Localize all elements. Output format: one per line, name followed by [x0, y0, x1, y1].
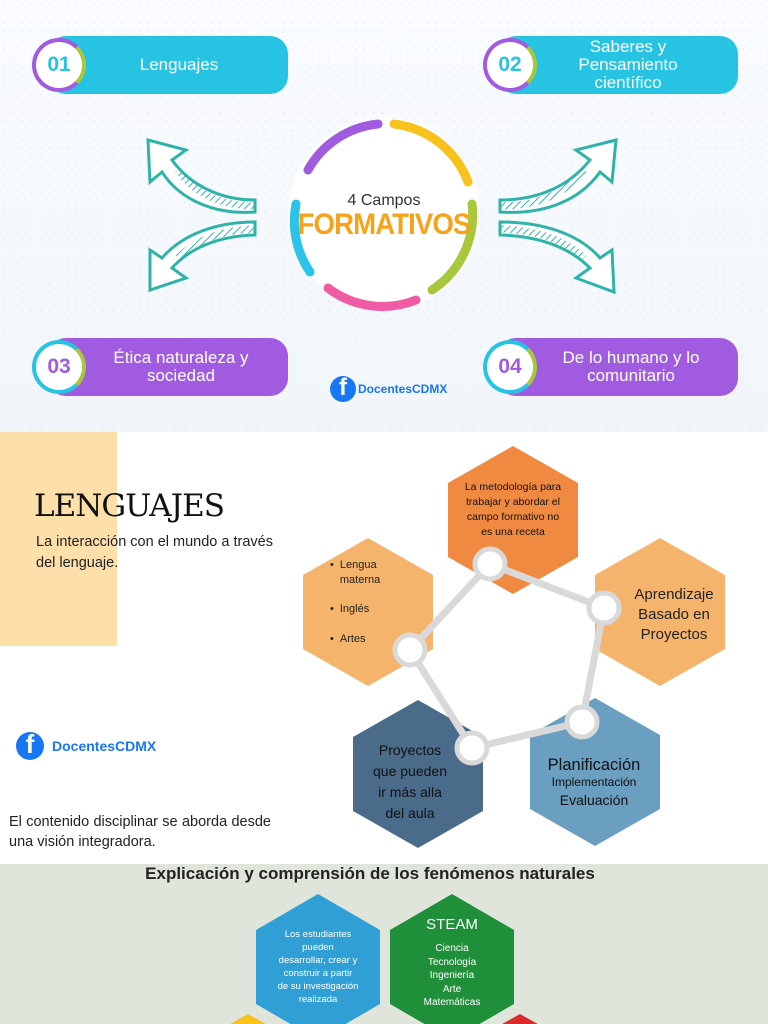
- campo-label: De lo humano y lo: [562, 348, 700, 367]
- hex-bottom-left-navy: [353, 700, 483, 848]
- hex-bottom-right-blue: [530, 698, 660, 846]
- campo-pill-02: Saberes y Pensamiento científico: [498, 36, 738, 94]
- facebook-icon: f: [330, 376, 356, 402]
- node-dot: [454, 730, 490, 766]
- facebook-link-top[interactable]: f DocentesCDMX: [330, 376, 447, 402]
- hex-top-text: La metodología para trabajar y abordar e…: [464, 481, 562, 538]
- campo-badge-03: 03: [32, 340, 86, 394]
- hex-left-list: •Lengua materna •Inglés •Artes: [330, 558, 420, 647]
- campo-badge-02: 02: [483, 38, 537, 92]
- facebook-icon: f: [16, 732, 44, 760]
- campo-label: Ética naturaleza y: [113, 348, 249, 367]
- ring-segment-green: [427, 199, 478, 295]
- lenguajes-title: LENGUAJES: [34, 488, 225, 524]
- node-dot: [564, 704, 600, 740]
- hex-blue: [256, 894, 380, 1024]
- hex-bottom-right-text: Planificación Implementación Evaluación: [547, 756, 641, 808]
- ring-segments: [288, 118, 480, 311]
- formativos-title: FORMATIVOS: [297, 208, 472, 241]
- campo-badge-04: 04: [483, 340, 537, 394]
- fenomenos-section: Explicación y comprensión de los fenómen…: [0, 864, 768, 1024]
- fenomenos-hex-diagram: [230, 894, 538, 1024]
- node-dot: [586, 590, 622, 626]
- fenomenos-title: Explicación y comprensión de los fenómen…: [145, 864, 595, 883]
- ring-segment-pink: [323, 283, 421, 311]
- campo-pill-03: Ética naturaleza y sociedad: [48, 338, 288, 396]
- arrow-down-right-icon: [498, 220, 616, 295]
- campo-pill-04: De lo humano y lo comunitario: [498, 338, 738, 396]
- lenguajes-section: LENGUAJES La interacción con el mundo a …: [0, 432, 768, 864]
- arrow-down-left-icon: [148, 220, 257, 293]
- campo-label: Saberes y: [589, 37, 667, 56]
- lenguajes-subtitle: La interacción con el mundo a través del…: [36, 534, 273, 571]
- list-item: •Lengua materna: [330, 559, 381, 586]
- peach-accent-block: [0, 432, 117, 646]
- lenguajes-hex-diagram: [303, 446, 725, 848]
- campo-pill-01: Lenguajes: [48, 36, 288, 94]
- list-item: •Artes: [330, 633, 366, 645]
- curved-arrows: [146, 138, 618, 295]
- formativos-ring: 4 Campos FORMATIVOS: [278, 108, 490, 320]
- hex-blue-text: Los estudiantes pueden desarrollar, crea…: [277, 929, 359, 1005]
- campo-label: Lenguajes: [139, 55, 219, 74]
- hex-bottom-left-text: Proyectos que pueden ir más alla del aul…: [373, 742, 447, 821]
- campos-formativos-section: Lenguajes 01 Saberes y Pensamiento cient…: [0, 0, 768, 432]
- lenguajes-footer-text: El contenido disciplinar se aborda desde…: [9, 814, 271, 850]
- arrow-up-left-icon: [146, 138, 257, 214]
- ring-segment-cyan: [289, 199, 315, 277]
- hex-right-peach: [595, 538, 725, 686]
- node-dot: [472, 546, 508, 582]
- campo-label: Pensamiento: [578, 55, 678, 74]
- campos-count: 4 Campos: [347, 192, 421, 209]
- hex-red-partial: [502, 1014, 538, 1024]
- list-item: •Inglés: [330, 603, 370, 615]
- hex-right-text: Aprendizaje Basado en Proyectos: [634, 586, 714, 643]
- arrow-up-right-icon: [498, 138, 618, 214]
- hex-green-text: STEAM Ciencia Tecnología Ingeniería Arte…: [423, 916, 481, 1008]
- hex-yellow-partial: [230, 1014, 266, 1024]
- hex-green: [390, 894, 514, 1024]
- node-dot: [392, 632, 428, 668]
- ring-segment-yellow: [389, 119, 473, 187]
- campo-label: científico: [594, 73, 662, 92]
- ring-segment-purple: [303, 119, 383, 175]
- campo-label: sociedad: [146, 366, 216, 385]
- facebook-link-middle[interactable]: f DocentesCDMX: [16, 732, 156, 760]
- campo-label: comunitario: [587, 366, 675, 385]
- campo-badge-01: 01: [32, 38, 86, 92]
